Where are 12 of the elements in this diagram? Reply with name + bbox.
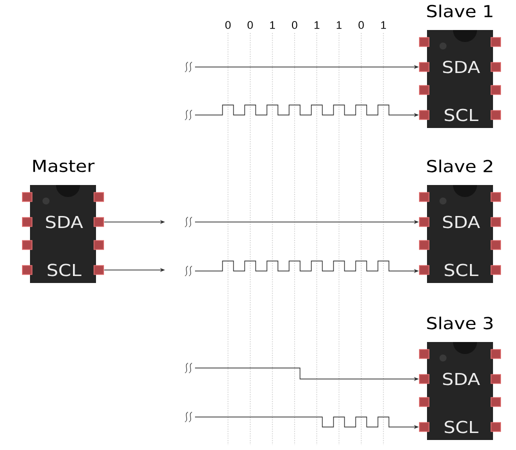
bit-label: 1 xyxy=(336,21,342,29)
chip-name: Slave 3 xyxy=(427,316,493,330)
bit-label: 1 xyxy=(381,21,386,29)
bit-label: 0 xyxy=(248,21,253,29)
chip-name: Slave 1 xyxy=(427,4,492,18)
bit-label: 0 xyxy=(292,21,298,29)
chip-name: Master xyxy=(33,160,95,172)
bit-label: 0 xyxy=(225,21,231,29)
bit-label: 0 xyxy=(358,21,364,29)
bit-label: 1 xyxy=(270,21,275,29)
bit-label: 1 xyxy=(314,21,320,29)
chip-name: Slave 2 xyxy=(427,160,492,172)
